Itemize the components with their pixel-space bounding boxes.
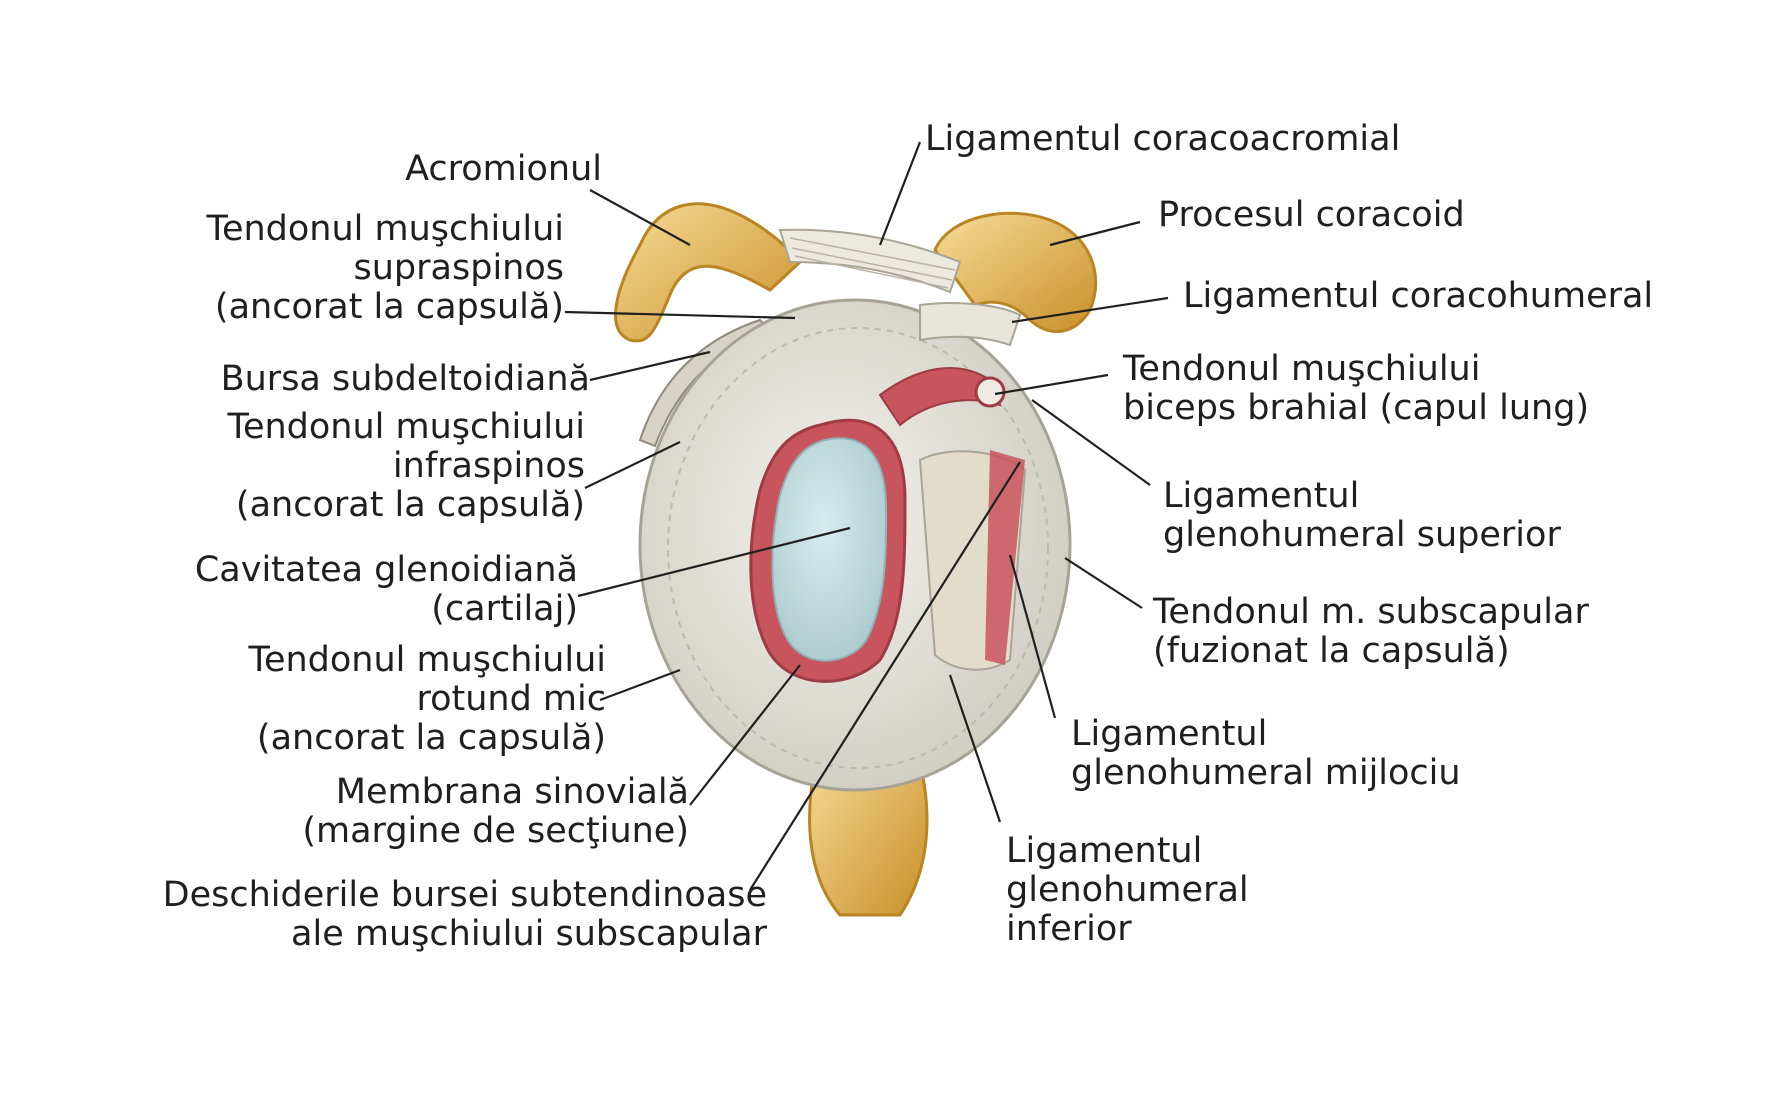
label-teres-minor-tendon: Tendonul muşchiului rotund mic (ancorat …: [248, 640, 606, 758]
label-coracoid-process: Procesul coracoid: [1158, 195, 1465, 235]
label-inferior-glenohumeral-ligament: Ligamentul glenohumeral inferior: [1006, 831, 1249, 949]
leader-lines: [564, 141, 1169, 891]
label-infraspinatus-tendon: Tendonul muşchiului infraspinos (ancorat…: [227, 407, 585, 525]
label-biceps-tendon: Tendonul muşchiului biceps brahial (capu…: [1123, 349, 1590, 428]
label-supraspinatus-tendon: Tendonul muşchiului supraspinos (ancorat…: [206, 209, 564, 327]
glenoid-cartilage: [771, 437, 888, 662]
label-coracohumeral-ligament: Ligamentul coracohumeral: [1183, 276, 1654, 316]
acromion-bone: [614, 202, 803, 343]
label-subscapular-bursa-openings: Deschiderile bursei subtendinoase ale mu…: [162, 875, 767, 954]
coracohumeral-ligament: [919, 302, 1022, 347]
coracoacromial-ligament: [778, 228, 962, 294]
label-synovial-membrane: Membrana sinovială (margine de secţiune): [302, 772, 689, 851]
label-glenoid-cavity: Cavitatea glenoidiană (cartilaj): [194, 550, 578, 629]
label-coracoacromial-ligament: Ligamentul coracoacromial: [925, 119, 1401, 159]
label-middle-glenohumeral-ligament: Ligamentul glenohumeral mijlociu: [1071, 714, 1461, 793]
label-superior-glenohumeral-ligament: Ligamentul glenohumeral superior: [1163, 476, 1561, 555]
biceps-tendon-end: [974, 376, 1006, 408]
label-subscapularis-tendon: Tendonul m. subscapular (fuzionat la cap…: [1153, 592, 1589, 671]
label-subdeltoid-bursa: Bursa subdeltoidiană: [220, 359, 590, 399]
label-acromion: Acromionul: [405, 149, 602, 189]
